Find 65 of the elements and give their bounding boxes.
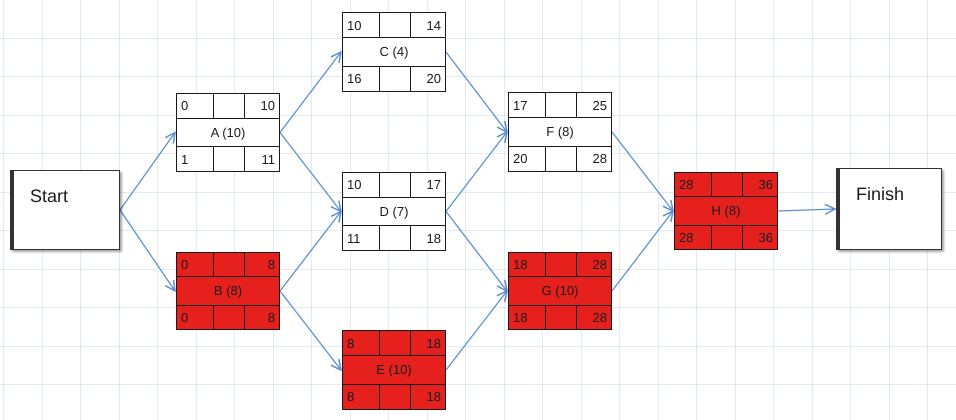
early-finish-value: 14 <box>411 13 445 38</box>
activity-box <box>342 12 446 92</box>
early-start-value: 10 <box>343 13 379 38</box>
early-start-value: 17 <box>509 93 545 118</box>
late-finish-value: 18 <box>411 226 445 250</box>
arrow <box>611 132 674 212</box>
late-finish-value: 18 <box>411 384 445 409</box>
critical-activity-box <box>342 330 446 410</box>
activity-label: C (4) <box>343 38 445 66</box>
arrow <box>445 52 508 133</box>
critical-activity-box <box>508 252 612 330</box>
arrow <box>119 132 176 210</box>
late-start-value: 1 <box>177 147 213 171</box>
arrow <box>279 290 342 371</box>
late-finish-value: 8 <box>245 306 279 329</box>
late-start-value: 11 <box>343 226 379 250</box>
arrow <box>119 210 176 292</box>
late-finish-value: 11 <box>245 147 279 171</box>
early-finish-value: 10 <box>245 94 279 118</box>
early-finish-value: 17 <box>411 173 445 197</box>
early-start-value: 28 <box>675 173 711 196</box>
late-start-value: 16 <box>343 66 379 91</box>
terminal-box <box>10 170 120 250</box>
early-finish-value: 28 <box>577 253 611 276</box>
arrow <box>445 131 508 212</box>
early-start-value: 18 <box>509 253 545 276</box>
activity-box <box>176 93 280 172</box>
early-start-value: 0 <box>177 253 213 276</box>
late-finish-value: 36 <box>743 226 777 249</box>
arrow <box>445 290 508 370</box>
critical-activity-box <box>176 252 280 330</box>
arrow <box>611 210 674 292</box>
arrow <box>778 204 836 216</box>
late-finish-value: 28 <box>577 146 611 171</box>
late-start-value: 0 <box>177 306 213 329</box>
late-start-value: 20 <box>509 146 545 171</box>
arrow <box>279 51 342 133</box>
activity-label: G (10) <box>509 277 611 304</box>
activity-box <box>342 172 446 251</box>
activity-label: H (8) <box>675 197 777 224</box>
early-start-value: 10 <box>343 173 379 197</box>
late-start-value: 8 <box>343 384 379 409</box>
activity-label: A (10) <box>177 118 279 146</box>
activity-label: E (10) <box>343 356 445 384</box>
early-finish-value: 25 <box>577 93 611 118</box>
terminal-label: Finish <box>856 183 906 206</box>
activity-label: F (8) <box>509 118 611 146</box>
late-finish-value: 20 <box>411 66 445 91</box>
early-finish-value: 18 <box>411 331 445 356</box>
activity-label: B (8) <box>177 277 279 304</box>
activity-label: D (7) <box>343 198 445 226</box>
critical-activity-box <box>674 172 778 250</box>
arrow <box>279 210 342 292</box>
late-start-value: 28 <box>675 226 711 249</box>
late-start-value: 18 <box>509 306 545 329</box>
late-finish-value: 28 <box>577 306 611 329</box>
early-finish-value: 8 <box>245 253 279 276</box>
terminal-box <box>836 168 942 250</box>
early-start-value: 0 <box>177 94 213 118</box>
terminal-label: Start <box>30 185 70 208</box>
activity-box <box>508 92 612 172</box>
early-finish-value: 36 <box>743 173 777 196</box>
arrow <box>445 211 508 292</box>
early-start-value: 8 <box>343 331 379 356</box>
arrow <box>279 132 342 212</box>
